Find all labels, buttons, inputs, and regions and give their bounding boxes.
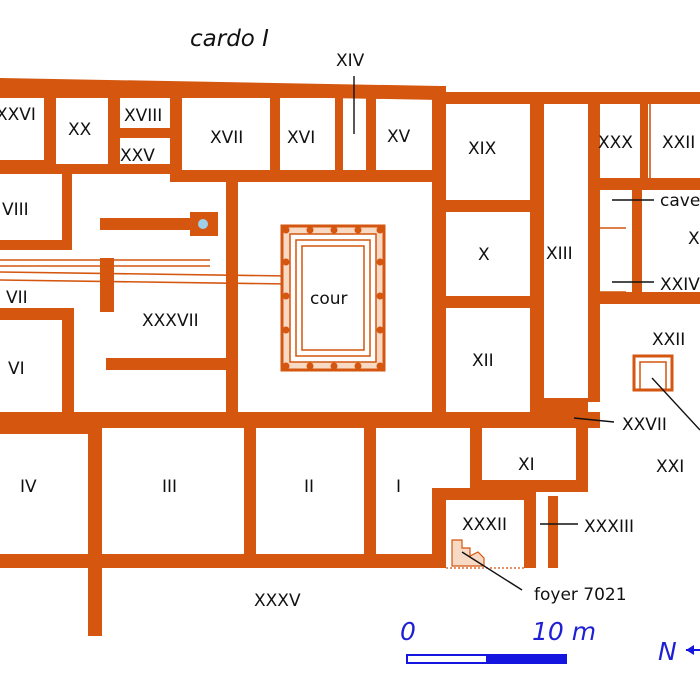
room-xvi: XVI [287, 128, 315, 148]
court-peristyle [280, 224, 386, 372]
room-xvii: XVII [210, 128, 243, 148]
north-label: N [658, 637, 677, 666]
room-vii: VII [6, 288, 28, 308]
room-xxv: XXV [120, 146, 155, 166]
room-xv: XV [387, 127, 411, 147]
room-x: X [478, 245, 490, 265]
room-xx: XX [68, 120, 92, 140]
street-label: cardo I [190, 26, 269, 52]
scale-start-label: 0 [400, 617, 416, 646]
room-xxx: XXX [598, 133, 633, 153]
hearth-icon [446, 539, 526, 569]
room-xxxiii: XXXIII [584, 517, 634, 537]
room-xxiv: XXIV [660, 275, 700, 295]
room-xxxii: XXXII [462, 515, 507, 535]
room-i: I [396, 477, 401, 497]
room-xix: XIX [468, 139, 497, 159]
scale-end-label: 10 m [532, 617, 596, 646]
leader-lines [353, 76, 700, 591]
room-x-cut: X [688, 229, 700, 249]
room-xxii: XXII [652, 330, 685, 350]
room-xi: XI [518, 455, 535, 475]
label-foyer: foyer 7021 [534, 585, 627, 605]
label-cave: cave [660, 191, 700, 211]
room-xxi: XXI [656, 457, 684, 477]
basin-icon [198, 219, 208, 229]
room-xiii: XIII [546, 244, 573, 264]
room-cour: cour [310, 289, 348, 309]
room-xxvii: XXVII [622, 415, 667, 435]
room-xxvi: XXVI [0, 105, 36, 125]
scale-bar: 0 10 m [400, 617, 596, 664]
room-xxii-top: XXII [662, 133, 695, 153]
room-ii: II [304, 477, 314, 497]
thin-lines [0, 100, 651, 293]
walls [0, 78, 700, 636]
room-viii: VIII [2, 200, 29, 220]
room-labels: cardo I XXVI XX XVIII XXV XVII XVI XIV X… [0, 26, 700, 611]
room-xiv: XIV [336, 51, 365, 71]
oven-structure [632, 354, 674, 392]
room-iv: IV [20, 477, 37, 497]
room-xxxvii: XXXVII [142, 311, 199, 331]
room-xii: XII [472, 351, 494, 371]
north-arrow: N [658, 637, 700, 666]
room-iii: III [162, 477, 177, 497]
room-vi: VI [8, 359, 25, 379]
room-xviii: XVIII [124, 106, 162, 126]
room-xxxv: XXXV [254, 591, 301, 611]
